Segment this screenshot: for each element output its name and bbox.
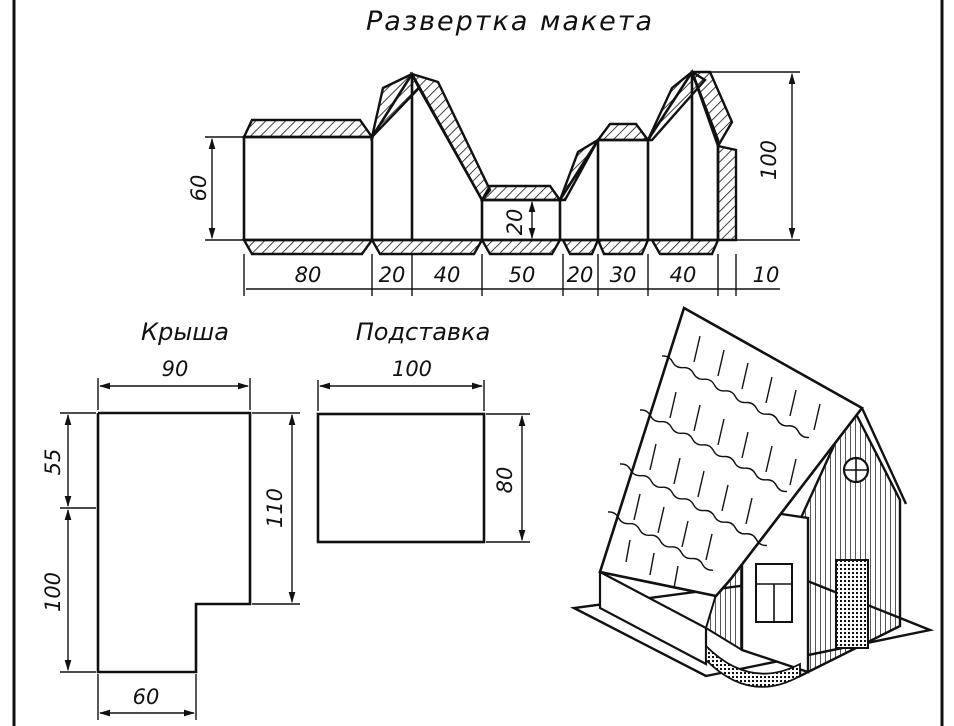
glue-tab-bottom-2 [369,238,485,256]
house-steps [705,643,801,688]
glue-tab-top-3 [595,122,651,142]
segment-label-8: 10 [753,263,780,287]
roof-right-height: 110 [263,488,287,528]
segment-label-5: 20 [567,263,594,287]
roof-row-1 [661,355,809,439]
house-roof [598,306,864,598]
segment-label-6: 30 [610,263,637,287]
roof-bottom-width: 60 [133,685,160,709]
segment-label-1: 80 [295,263,322,287]
net-dimensions: 60 100 20 80 20 40 50 20 30 40 10 [187,71,800,296]
stand-height-label: 80 [493,467,517,494]
net-outline [242,69,720,242]
roof-left-upper: 55 [41,449,65,476]
house-door [835,559,869,649]
drawing-title: Развертка макета [366,6,654,37]
roof-row-2 [639,409,787,493]
roof-outline [96,411,252,674]
glue-tab-top-1 [242,118,375,139]
glue-tab-bottom-4 [561,238,600,256]
glue-tab-side [716,144,738,242]
segment-label-4: 50 [509,263,536,287]
roof-part: Крыша 90 55 100 110 60 [41,318,300,720]
net-total-height-label: 100 [757,140,781,180]
glue-tab-roof-2-right [690,70,734,149]
segment-label-2: 20 [379,263,406,287]
net-inner-label: 20 [503,209,527,236]
roof-row-4 [607,511,714,571]
stand-part: Подставка 100 80 [316,318,530,544]
roof-label: Крыша [141,318,229,346]
glue-tab-top-2 [479,184,563,202]
glue-tab-bottom-5 [596,238,650,256]
unfolded-net [241,69,738,256]
glue-tab-bottom-1 [241,238,375,256]
roof-row-3 [619,463,767,547]
glue-tab-bottom-3 [479,238,563,256]
house-illustration [570,306,935,688]
glue-tab-bottom-6 [649,238,720,256]
segment-label-3: 40 [434,263,461,287]
roof-left-lower: 100 [41,572,65,612]
segment-label-7: 40 [670,263,697,287]
stand-width-label: 100 [392,357,432,381]
net-height-label: 60 [187,175,211,202]
house-left-wall [598,570,708,666]
stand-outline [316,412,486,544]
house-gable-wall [798,403,902,678]
roof-top-width: 90 [162,357,189,381]
stand-label: Подставка [356,318,491,346]
